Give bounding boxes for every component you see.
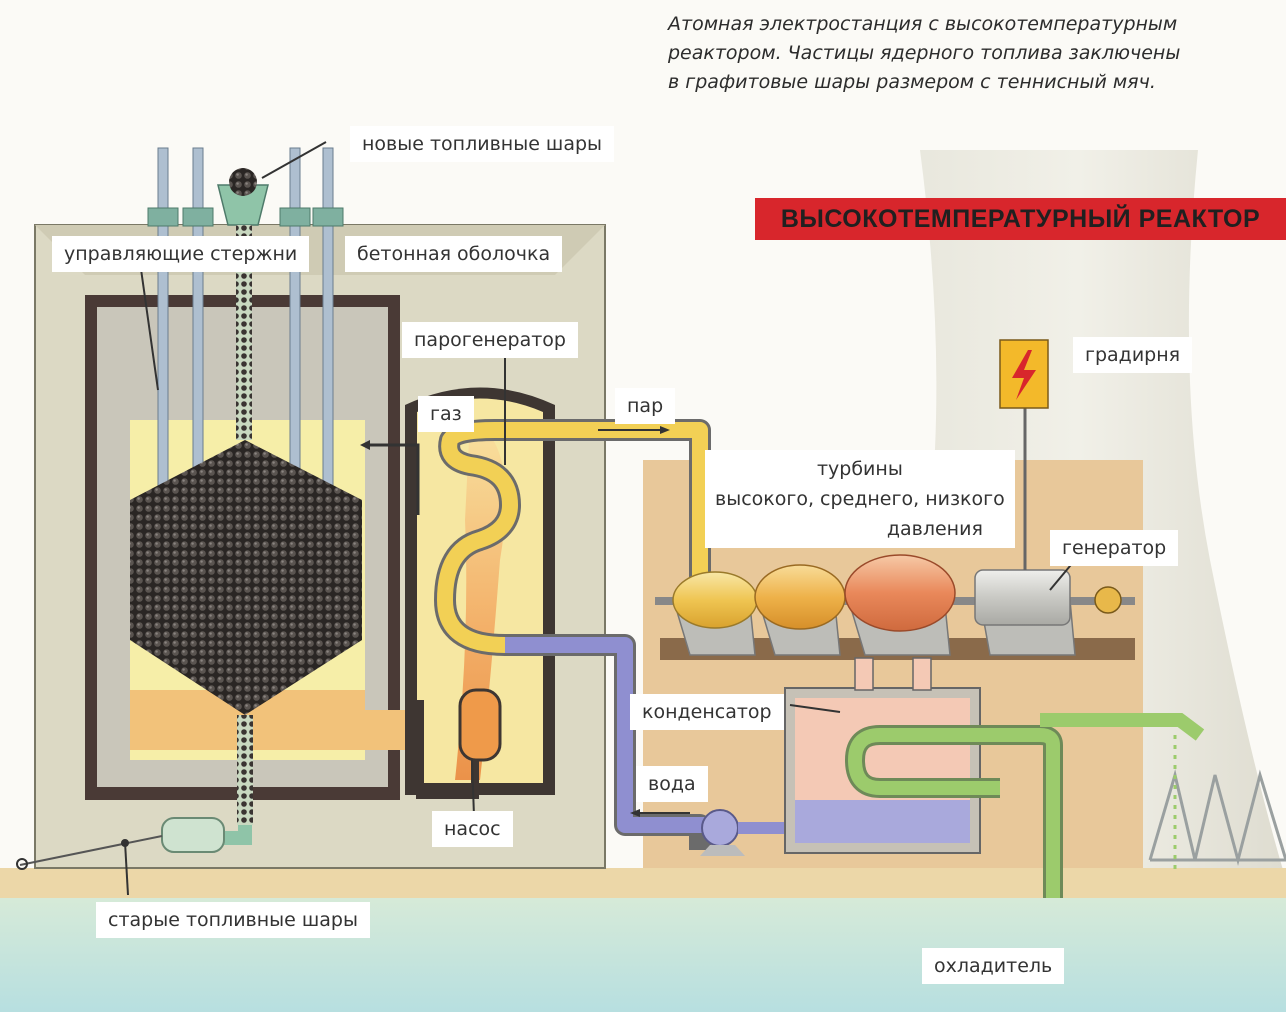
caption-line-3: в графитовые шары размером с теннисный м… bbox=[668, 71, 1156, 93]
diagram-title: ВЫСОКОТЕМПЕРАТУРНЫЙ РЕАКТОР bbox=[755, 198, 1286, 240]
caption-line-1: Атомная электростанция с высокотемперату… bbox=[668, 13, 1178, 35]
leader-lines bbox=[124, 141, 1076, 896]
circulation-pump bbox=[458, 688, 502, 762]
label-turbines-line-1: турбины bbox=[816, 458, 903, 480]
label-steam-generator: парогенератор bbox=[402, 322, 578, 358]
label-pump: насос bbox=[432, 811, 513, 847]
label-turbines-line-3: давления bbox=[886, 518, 983, 540]
label-gas: газ bbox=[418, 396, 474, 432]
hot-gas-flow bbox=[455, 420, 506, 780]
label-concrete-shell: бетонная оболочка bbox=[345, 236, 563, 272]
coolant-to-tower bbox=[1040, 713, 1205, 741]
caption-line-2: реактором. Частицы ядерного топлива закл… bbox=[668, 42, 1181, 64]
fuel-collector bbox=[161, 817, 225, 853]
label-control-rods: управляющие стержни bbox=[52, 236, 310, 272]
generator-body bbox=[974, 569, 1071, 626]
label-condenser: конденсатор bbox=[630, 694, 784, 730]
label-water: вода bbox=[636, 766, 708, 802]
turbine-low-pressure bbox=[844, 554, 956, 632]
ground bbox=[0, 868, 1286, 898]
exhaust-duct bbox=[854, 657, 874, 691]
fuel-feed-tube bbox=[236, 225, 252, 440]
label-generator: генератор bbox=[1050, 530, 1179, 566]
label-old-fuel: старые топливные шары bbox=[96, 902, 370, 938]
gas-flow-arrow bbox=[370, 443, 420, 515]
label-steam: пар bbox=[615, 388, 676, 424]
label-cooling-tower: градирня bbox=[1073, 337, 1193, 373]
label-coolant: охладитель bbox=[922, 948, 1065, 984]
new-fuel-pile bbox=[229, 168, 257, 196]
label-new-fuel: новые топливные шары bbox=[350, 126, 615, 162]
fuel-discharge-line bbox=[19, 835, 163, 866]
control-rod-caps bbox=[147, 207, 344, 227]
label-turbines-line-2: высокого, среднего, низкого bbox=[715, 488, 1005, 510]
turbine-high-pressure bbox=[672, 571, 758, 629]
figure-caption: Атомная электростанция с высокотемперату… bbox=[668, 10, 1268, 97]
fuel-discharge-tube bbox=[237, 715, 253, 825]
feedwater-pump bbox=[701, 809, 739, 847]
generator-exciter bbox=[1094, 586, 1122, 614]
pebble-bed-core bbox=[130, 440, 362, 715]
label-turbines: турбины высокого, среднего, низкого давл… bbox=[705, 450, 1015, 548]
water-pipe bbox=[505, 637, 712, 833]
turbine-medium-pressure bbox=[754, 564, 846, 630]
steam-pipe bbox=[437, 422, 708, 653]
lightning-icon bbox=[1012, 350, 1036, 400]
